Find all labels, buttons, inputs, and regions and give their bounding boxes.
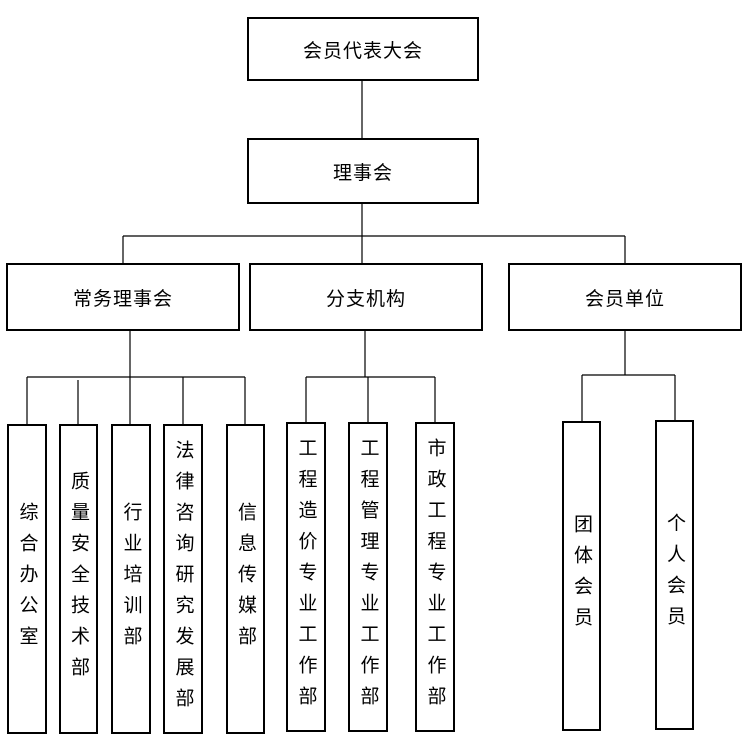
dept-cost-label: 工程造价专业工作部 — [295, 437, 318, 717]
dept-training-label: 行业培训部 — [120, 501, 143, 657]
individual-member-box: 个人会员 — [655, 420, 694, 730]
branch-label: 分支机构 — [325, 287, 406, 310]
member-units-box: 会员单位 — [508, 263, 742, 331]
dept-legal-research-box: 法律咨询研究发展部 — [163, 424, 203, 734]
dept-general-office-box: 综合办公室 — [7, 424, 47, 734]
council-label: 理事会 — [332, 161, 393, 184]
dept-municipal-box: 市政工程专业工作部 — [415, 422, 455, 732]
member-congress-label: 会员代表大会 — [302, 39, 423, 62]
dept-training-box: 行业培训部 — [111, 424, 151, 734]
dept-management-box: 工程管理专业工作部 — [348, 422, 388, 732]
standing-council-box: 常务理事会 — [6, 263, 240, 331]
group-member-label: 团体会员 — [571, 514, 593, 638]
council-box: 理事会 — [247, 138, 479, 204]
dept-general-office-label: 综合办公室 — [16, 501, 39, 657]
group-member-box: 团体会员 — [562, 421, 601, 731]
dept-quality-safety-box: 质量安全技术部 — [59, 424, 98, 734]
dept-media-box: 信息传媒部 — [226, 424, 265, 734]
standing-council-label: 常务理事会 — [72, 287, 173, 310]
individual-member-label: 个人会员 — [664, 513, 686, 637]
dept-municipal-label: 市政工程专业工作部 — [424, 437, 447, 717]
member-congress-box: 会员代表大会 — [247, 17, 479, 81]
dept-cost-box: 工程造价专业工作部 — [286, 422, 326, 732]
dept-legal-research-label: 法律咨询研究发展部 — [172, 439, 195, 719]
dept-media-label: 信息传媒部 — [235, 501, 257, 657]
dept-management-label: 工程管理专业工作部 — [357, 437, 380, 717]
member-units-label: 会员单位 — [584, 287, 665, 310]
branch-box: 分支机构 — [249, 263, 483, 331]
dept-quality-safety-label: 质量安全技术部 — [68, 470, 90, 688]
